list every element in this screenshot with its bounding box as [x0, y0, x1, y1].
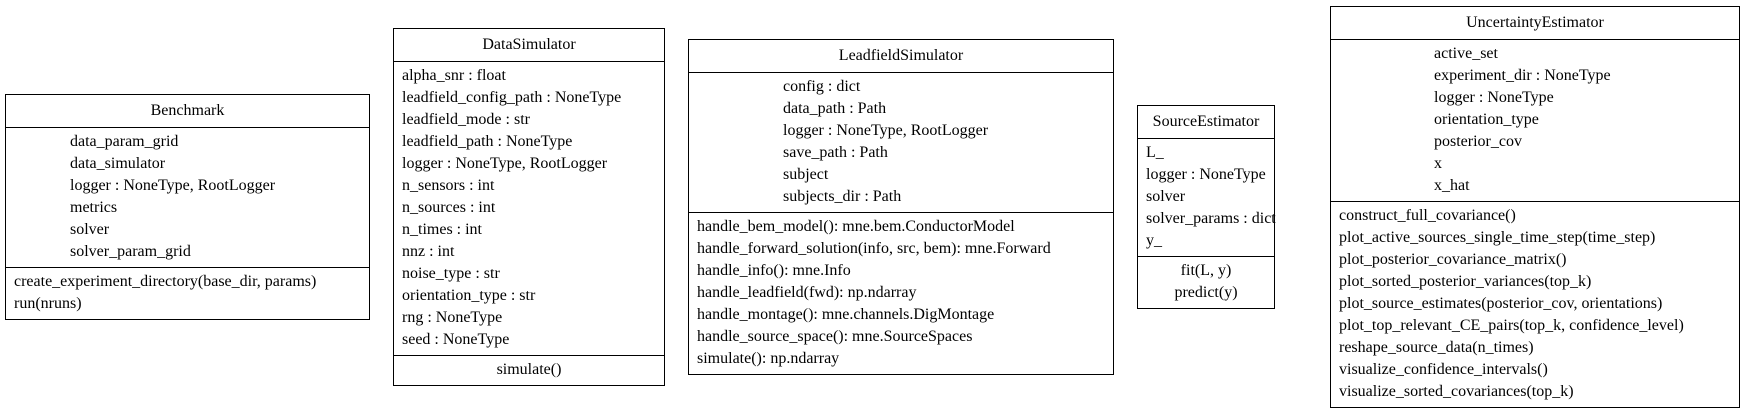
attributes-section: alpha_snr : float leadfield_config_path …	[394, 62, 664, 355]
attribute: solver	[1146, 188, 1186, 205]
methods-section: construct_full_covariance() plot_active_…	[1331, 201, 1739, 407]
attribute: active_set	[1434, 45, 1498, 62]
method: handle_source_space(): mne.SourceSpaces	[697, 328, 973, 345]
attribute: nnz : int	[402, 243, 455, 260]
methods-section: fit(L, y) predict(y)	[1138, 256, 1274, 308]
attribute: posterior_cov	[1434, 133, 1522, 150]
method: plot_source_estimates(posterior_cov, ori…	[1339, 295, 1663, 312]
attribute: subjects_dir : Path	[783, 188, 902, 205]
class-name: LeadfieldSimulator	[689, 40, 1113, 73]
attributes-section: config : dict data_path : Path logger : …	[689, 73, 1113, 212]
method: handle_info(): mne.Info	[697, 262, 851, 279]
attribute: y_	[1146, 232, 1162, 249]
attribute: save_path : Path	[783, 144, 888, 161]
method: handle_montage(): mne.channels.DigMontag…	[697, 306, 995, 323]
attribute: solver	[70, 221, 110, 238]
attributes-section: L_ logger : NoneType solver solver_param…	[1138, 139, 1276, 256]
attribute: data_path : Path	[783, 100, 887, 117]
attribute: data_simulator	[70, 155, 166, 172]
attribute: noise_type : str	[402, 265, 500, 282]
method: plot_top_relevant_CE_pairs(top_k, confid…	[1339, 317, 1684, 334]
method: predict(y)	[1174, 284, 1238, 301]
attribute: x_hat	[1434, 177, 1470, 194]
attribute: config : dict	[783, 78, 861, 95]
class-data-simulator: DataSimulator alpha_snr : float leadfiel…	[393, 28, 665, 386]
attribute: logger : NoneType, RootLogger	[70, 177, 276, 194]
class-leadfield-simulator: LeadfieldSimulator config : dict data_pa…	[688, 39, 1114, 375]
method: simulate()	[496, 361, 562, 378]
attribute: n_sensors : int	[402, 177, 495, 194]
methods-section: handle_bem_model(): mne.bem.ConductorMod…	[689, 212, 1113, 374]
method: reshape_source_data(n_times)	[1339, 339, 1534, 356]
attribute: leadfield_config_path : NoneType	[402, 89, 622, 106]
attribute: orientation_type	[1434, 111, 1539, 128]
attribute: n_sources : int	[402, 199, 496, 216]
methods-section: create_experiment_directory(base_dir, pa…	[6, 267, 369, 319]
attributes-section: active_set experiment_dir : NoneType log…	[1331, 40, 1739, 201]
attribute: logger : NoneType, RootLogger	[783, 122, 989, 139]
attributes-section: data_param_grid data_simulator logger : …	[6, 128, 369, 267]
method: construct_full_covariance()	[1339, 207, 1516, 224]
method: fit(L, y)	[1180, 262, 1232, 279]
class-name: DataSimulator	[394, 29, 664, 62]
attribute: solver_params : dict	[1146, 210, 1276, 227]
attribute: n_times : int	[402, 221, 482, 238]
attribute: logger : NoneType, RootLogger	[402, 155, 608, 172]
class-uncertainty-estimator: UncertaintyEstimator active_set experime…	[1330, 6, 1740, 408]
method: handle_forward_solution(info, src, bem):…	[697, 240, 1051, 257]
attribute: logger : NoneType	[1146, 166, 1266, 183]
attribute: orientation_type : str	[402, 287, 536, 304]
attribute: rng : NoneType	[402, 309, 503, 326]
attribute: leadfield_mode : str	[402, 111, 530, 128]
class-name: UncertaintyEstimator	[1331, 7, 1739, 40]
method: visualize_sorted_covariances(top_k)	[1339, 383, 1574, 400]
method: plot_sorted_posterior_variances(top_k)	[1339, 273, 1592, 290]
attribute: seed : NoneType	[402, 331, 510, 348]
methods-section: simulate()	[394, 355, 664, 385]
attribute: metrics	[70, 199, 118, 216]
class-name: Benchmark	[6, 95, 369, 128]
class-benchmark: Benchmark data_param_grid data_simulator…	[5, 94, 370, 320]
attribute: L_	[1146, 144, 1164, 161]
method: simulate(): np.ndarray	[697, 350, 840, 367]
attribute: subject	[783, 166, 829, 183]
method: create_experiment_directory(base_dir, pa…	[14, 273, 317, 290]
method: plot_posterior_covariance_matrix()	[1339, 251, 1567, 268]
attribute: leadfield_path : NoneType	[402, 133, 573, 150]
attribute: data_param_grid	[70, 133, 179, 150]
attribute: x	[1434, 155, 1442, 172]
method: visualize_confidence_intervals()	[1339, 361, 1548, 378]
attribute: solver_param_grid	[70, 243, 191, 260]
method: handle_leadfield(fwd): np.ndarray	[697, 284, 917, 301]
attribute: alpha_snr : float	[402, 67, 506, 84]
method: run(nruns)	[14, 295, 82, 312]
method: handle_bem_model(): mne.bem.ConductorMod…	[697, 218, 1015, 235]
class-name: SourceEstimator	[1138, 106, 1274, 139]
class-source-estimator: SourceEstimator L_ logger : NoneType sol…	[1137, 105, 1276, 309]
method: plot_active_sources_single_time_step(tim…	[1339, 229, 1656, 246]
attribute: logger : NoneType	[1434, 89, 1554, 106]
attribute: experiment_dir : NoneType	[1434, 67, 1611, 84]
